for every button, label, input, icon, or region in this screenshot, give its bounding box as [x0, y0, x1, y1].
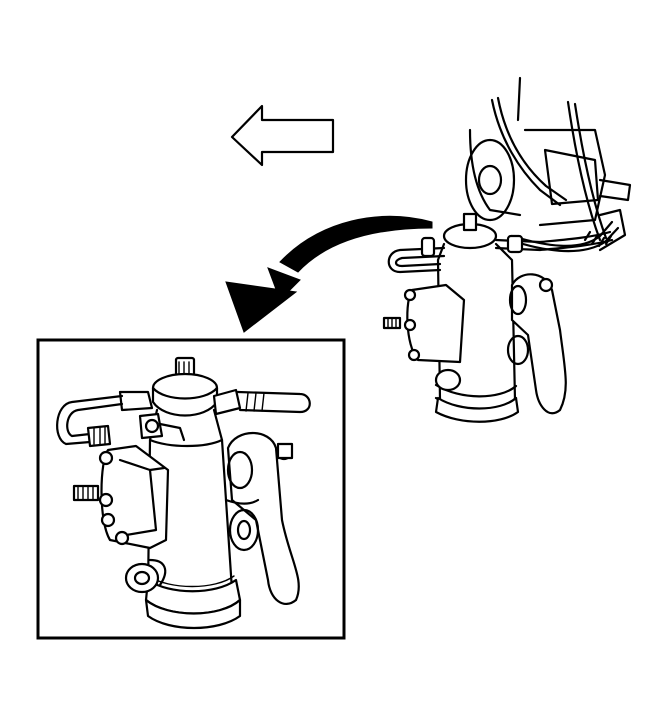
- steering-gear-installed: [382, 76, 632, 423]
- left-arrow-icon: [230, 104, 335, 167]
- curved-arrow-icon: [225, 215, 433, 333]
- detail-box: [36, 338, 346, 640]
- steering-gear-detail: [56, 356, 311, 630]
